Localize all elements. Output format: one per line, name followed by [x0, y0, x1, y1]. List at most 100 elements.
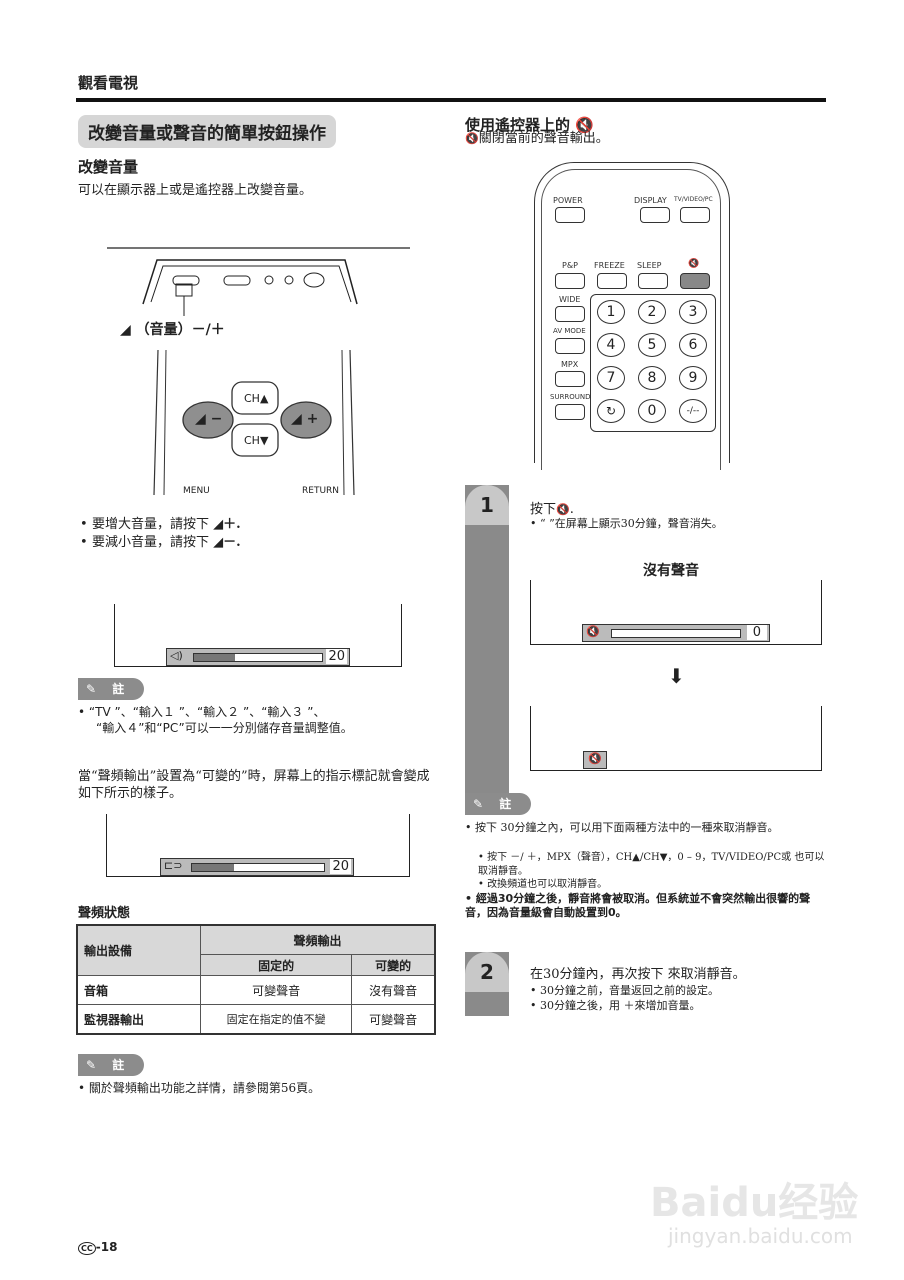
- note-pill-1: ✎ 註: [78, 678, 144, 700]
- footer-page: CC-18: [78, 1240, 117, 1255]
- left-intro: 可以在顯示器上或是遙控器上改變音量。: [78, 183, 313, 198]
- right-section-title: 使用遙控器上的 🔇: [465, 116, 594, 134]
- mute-icon: 🔇: [575, 116, 594, 134]
- mute-icon: 🔇: [465, 132, 479, 145]
- osd-bar-2: ⊏⊃ 20: [160, 858, 354, 876]
- remote-control: [534, 162, 730, 470]
- osd-value-2: 20: [330, 859, 351, 874]
- table-row: 音箱 可變聲音 沒有聲音: [76, 975, 436, 1005]
- audio-status-table: 輸出設備 聲頻輸出 固定的 可變的 音箱 可變聲音 沒有聲音 監視器輸出 固定在…: [76, 924, 436, 1035]
- remote-wide-label: WIDE: [559, 295, 581, 304]
- remote-tvvideopc-button[interactable]: [680, 207, 710, 223]
- table-header-fixed: 固定的: [199, 954, 353, 976]
- osd-bar-1: ◁) 20: [166, 648, 350, 666]
- table-cell: 可變聲音: [199, 975, 353, 1005]
- remote-mpx-button[interactable]: [555, 371, 585, 387]
- osd-level-2: [192, 864, 235, 871]
- remote-digit-4[interactable]: 4: [597, 333, 625, 357]
- remote-wide-button[interactable]: [555, 306, 585, 322]
- remote-display-button[interactable]: [640, 207, 670, 223]
- osd-frame-1: [114, 604, 402, 667]
- table-header-audio-out: 聲頻輸出: [200, 924, 436, 955]
- watermark-url: jingyan.baidu.com: [668, 1224, 853, 1248]
- remote-pp-label: P&P: [562, 261, 578, 270]
- table-cell: 音箱: [76, 975, 201, 1005]
- osd-mute-indicator: 🔇: [583, 751, 607, 769]
- remote-digit-2[interactable]: 2: [638, 300, 666, 324]
- remote-sleep-button[interactable]: [638, 273, 668, 289]
- volume-label: ◢ （音量）－/＋: [120, 322, 225, 338]
- left-sub-title: 改變音量: [78, 158, 139, 176]
- remote-digit-0[interactable]: 0: [638, 399, 666, 423]
- right-section-desc: 🔇關閉當前的聲音輸出。: [465, 131, 609, 146]
- remote-sleep-label: SLEEP: [637, 261, 662, 270]
- pencil-icon: ✎: [473, 797, 484, 811]
- table-cell: 可變聲音: [351, 1004, 436, 1035]
- step-2-number: 2: [465, 952, 509, 992]
- remote-digit-1[interactable]: 1: [597, 300, 625, 324]
- remote-tvvideopc-label: TV/VIDEO/PC: [674, 196, 713, 203]
- remote-pp-button[interactable]: [555, 273, 585, 289]
- remote-surround-button[interactable]: [555, 404, 585, 420]
- step-1-bullet: • “ ”在屏幕上顯示30分鐘，聲音消失。: [530, 517, 723, 530]
- note-3-line-2: • 按下 －/ ＋，MPX（聲音），CH▲/CH▼，0 – 9，TV/VIDEO…: [478, 852, 825, 877]
- audio-out-icon: ⊏⊃: [164, 859, 183, 872]
- osd-level-1: [194, 654, 235, 661]
- ch-down-button-label: CH▼: [244, 434, 269, 447]
- note-pill-2: ✎ 註: [78, 1054, 144, 1076]
- left-section-title: 改變音量或聲音的簡單按鈕操作: [78, 115, 336, 148]
- no-sound-label: 沒有聲音: [643, 563, 699, 579]
- remote-volume-illustration: [153, 350, 355, 496]
- remote-mute-label: 🔇: [688, 259, 700, 269]
- speaker-icon: ◁): [170, 649, 183, 662]
- osd-frame-4: [530, 706, 822, 771]
- osd-bar-3: 🔇 0: [582, 624, 770, 642]
- table-header-device: 輸出設備: [76, 924, 201, 976]
- remote-digit-7[interactable]: 7: [597, 366, 625, 390]
- remote-avmode-button[interactable]: [555, 338, 585, 354]
- step-1-number: 1: [465, 485, 509, 525]
- remote-dash-button[interactable]: -/--: [679, 399, 707, 423]
- note-2-text: • 關於聲頻輸出功能之詳情，請參閱第56頁。: [78, 1081, 321, 1095]
- remote-power-button[interactable]: [555, 207, 585, 223]
- remote-power-label: POWER: [553, 196, 583, 205]
- ch-up-button-label: CH▲: [244, 392, 269, 405]
- remote-display-label: DISPLAY: [634, 196, 667, 205]
- variable-paragraph: 當“聲頻輸出”設置為“可變的”時，屏幕上的指示標記就會變成如下所示的樣子。: [78, 769, 430, 801]
- osd-value-3: 0: [746, 625, 767, 640]
- remote-flashback-button[interactable]: ↻: [597, 399, 625, 423]
- audio-status-title: 聲頻狀態: [78, 906, 131, 921]
- remote-digit-9[interactable]: 9: [679, 366, 707, 390]
- watermark-logo: Baidu经验: [650, 1180, 859, 1226]
- volume-triangle-icon: ◢: [120, 322, 131, 338]
- note-1-line-1: • “TV ”、“輸入１ ”、“輸入２ ”、“輸入３ ”、: [78, 705, 326, 719]
- remote-mute-button[interactable]: [680, 273, 710, 289]
- note-3-line-3: • 改換頻道也可以取消靜音。: [478, 879, 608, 890]
- osd-frame-2: [106, 814, 410, 877]
- remote-freeze-button[interactable]: [597, 273, 627, 289]
- remote-digit-5[interactable]: 5: [638, 333, 666, 357]
- remote-digit-8[interactable]: 8: [638, 366, 666, 390]
- mute-icon: 🔇: [556, 503, 570, 516]
- bullet-decrease: 要減小音量，請按下 ◢－.: [92, 535, 241, 550]
- remote-avmode-label: AV MODE: [553, 327, 586, 335]
- step-2-line: 在30分鐘內，再次按下 來取消靜音。: [530, 967, 746, 982]
- note-1-line-2: “輸入４”和“PC”可以一一分別儲存音量調整值。: [96, 721, 353, 735]
- return-label: RETURN: [302, 486, 340, 496]
- header-rule: [76, 98, 826, 102]
- menu-label: MENU: [183, 486, 210, 496]
- step-2-bullet-1: • 30分鐘之前，音量返回之前的設定。: [530, 984, 719, 997]
- osd-frame-3: [530, 580, 822, 645]
- note-pill-3: ✎ 註: [465, 793, 531, 815]
- pencil-icon: ✎: [86, 1058, 97, 1072]
- table-cell: 沒有聲音: [351, 975, 436, 1005]
- osd-value-1: 20: [326, 649, 347, 664]
- header-title: 觀看電視: [78, 74, 139, 92]
- remote-surround-label: SURROUND: [550, 393, 591, 401]
- remote-digit-3[interactable]: 3: [679, 300, 707, 324]
- table-cell: 監視器輸出: [76, 1004, 201, 1035]
- remote-numpad-frame: [590, 294, 716, 432]
- note-3-line-4: • 經過30分鐘之後，靜音將會被取消。但系統並不會突然輸出很響的聲音，因為音量級…: [465, 892, 811, 919]
- remote-digit-6[interactable]: 6: [679, 333, 707, 357]
- vol-minus-button-label: ◢ −: [195, 411, 223, 427]
